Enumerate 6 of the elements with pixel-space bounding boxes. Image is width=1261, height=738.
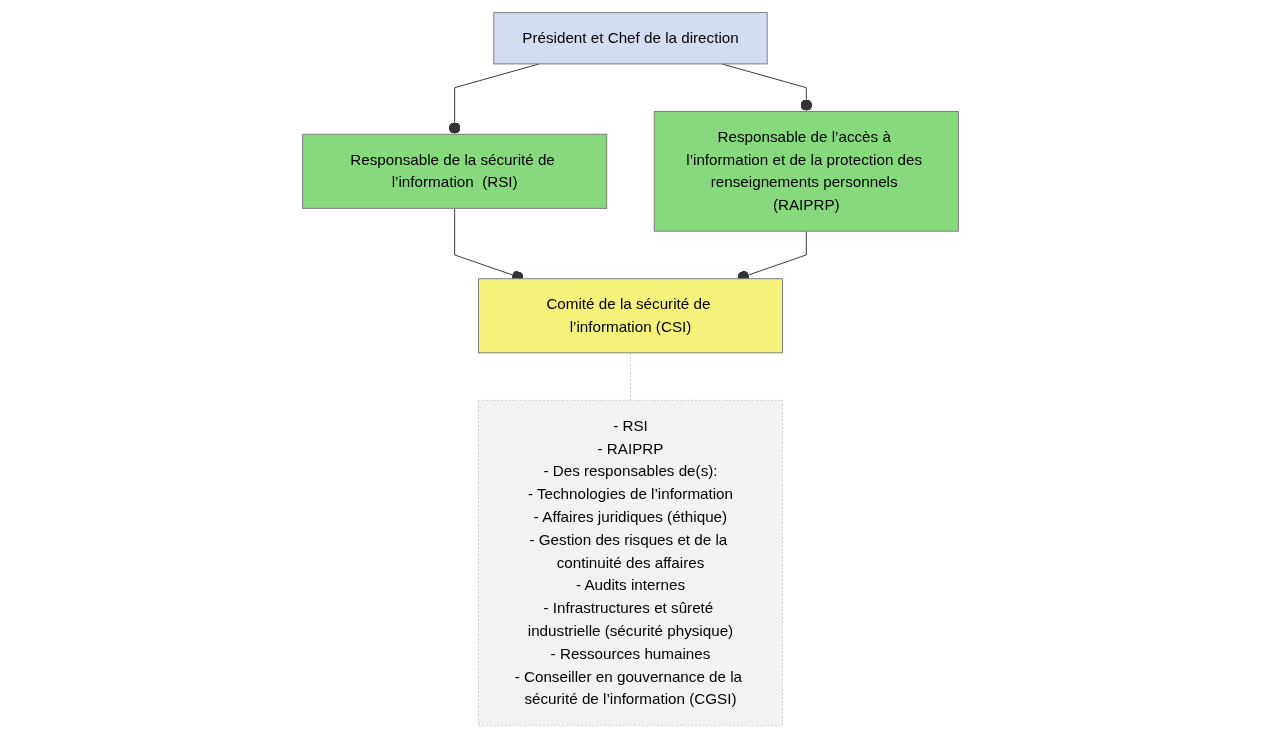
node-box: Président et Chef de la direction: [493, 12, 768, 65]
node-box: Comité de la sécurité de l’information (CSI): [477, 278, 784, 354]
connector: [630, 352, 631, 401]
node-box: Responsable de la sécurité de l’information (RSI): [302, 133, 608, 209]
node-box: Responsable de l’accès à l’information et de la protection des renseignements personnels (RAIPRP): [653, 110, 959, 232]
node-box: - RSI - RAIPRP - Des responsables de(s): - Technologies de l’information - Affaires juridiques (éthique) - Gestion des risques et de la continuité des affaires - Audits internes - Infrastructures et sûreté industrielle (sécurité physique) - Ressources humaines - Conseiller en gouvernance de la sécurité de l’information (CGSI): [477, 399, 784, 726]
